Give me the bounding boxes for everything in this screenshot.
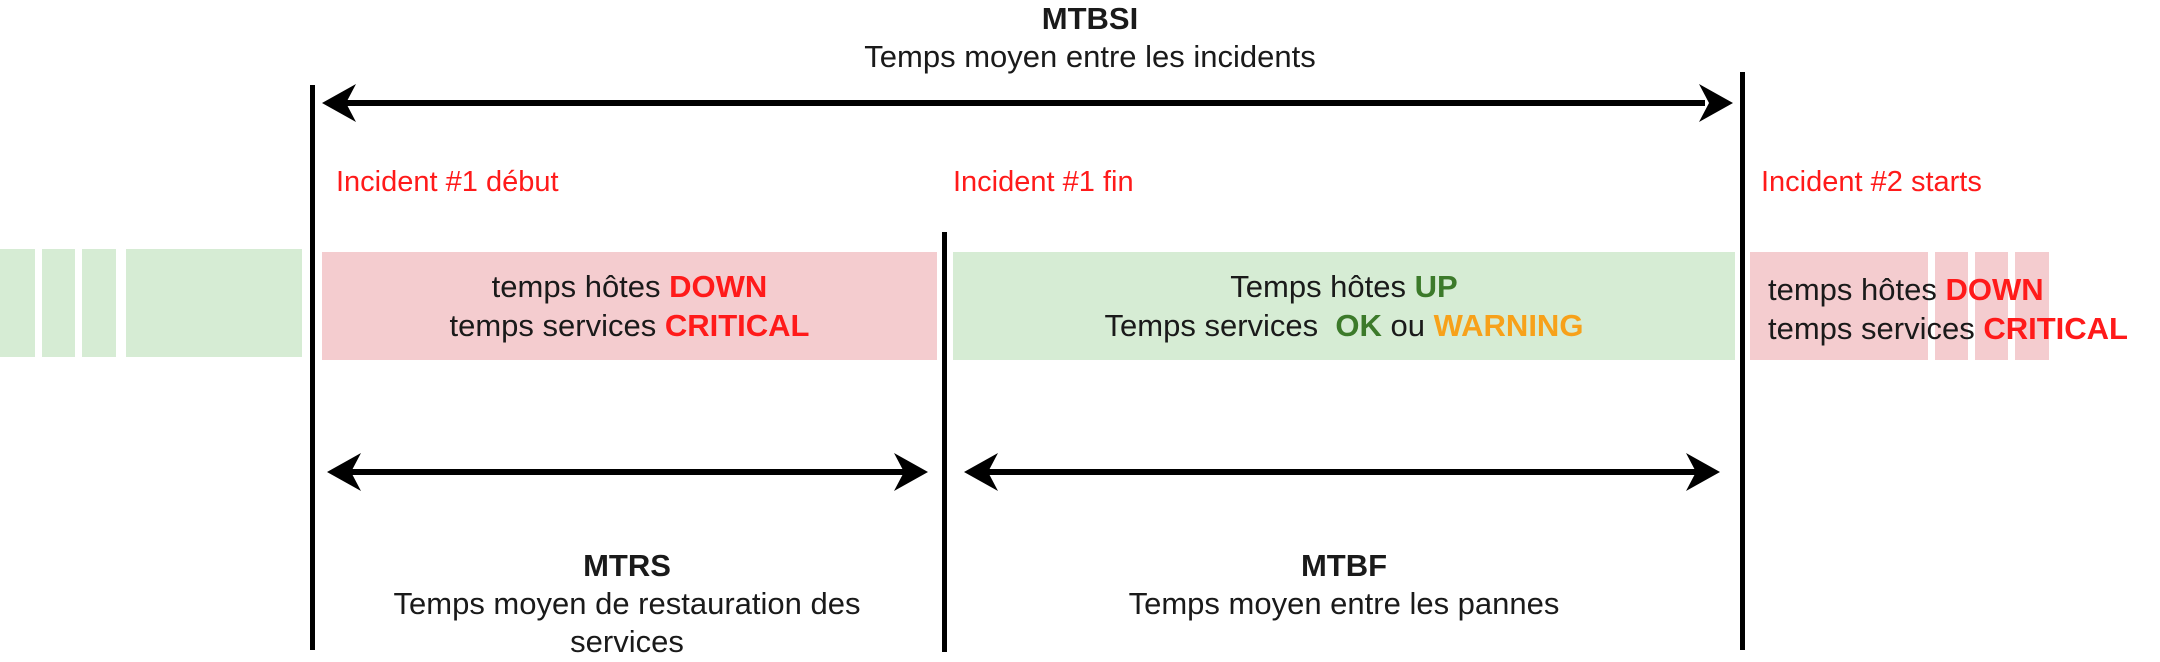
uptime-segment-left-3 xyxy=(82,249,116,357)
mtrs-description-line2: services xyxy=(570,624,684,659)
mtbf-description: Temps moyen entre les pannes xyxy=(1128,586,1560,621)
downtime-block-2 xyxy=(1750,252,1928,360)
incident1-end-line xyxy=(942,232,947,652)
downtime-segment-right-2 xyxy=(1975,252,2008,360)
mtbsi-abbr: MTBSI xyxy=(1041,1,1139,36)
mtbsi-arrow xyxy=(322,84,1733,122)
downtime-block-2-text: temps hôtes DOWN temps services CRITICAL xyxy=(1768,270,2128,348)
mtrs-description-line1: Temps moyen de restauration des xyxy=(393,586,861,621)
mtbsi-title: MTBSI Temps moyen entre les incidents xyxy=(740,0,1440,76)
mtbf-abbr: MTBF xyxy=(1300,548,1388,583)
event-incident1-start: Incident #1 début xyxy=(336,166,559,198)
critical-services-label: temps services xyxy=(449,308,665,343)
downtime-block-1-text: temps hôtes DOWN temps services CRITICAL xyxy=(322,267,937,345)
mtbsi-description: Temps moyen entre les incidents xyxy=(864,39,1316,74)
incident2-start-line xyxy=(1740,72,1745,650)
up-keyword: UP xyxy=(1414,269,1458,304)
or-connector: ou xyxy=(1381,308,1434,343)
uptime-block-text: Temps hôtes UP Temps services OK ou WARN… xyxy=(953,267,1735,345)
uptime-segment-left-2 xyxy=(42,249,75,357)
down-hosts-label: temps hôtes xyxy=(491,269,670,304)
critical-services-line: temps services CRITICAL xyxy=(322,306,937,345)
critical-services-line-2: temps services CRITICAL xyxy=(1768,309,2128,348)
down-hosts-label-2: temps hôtes xyxy=(1768,272,1946,307)
mtrs-arrow xyxy=(327,453,928,491)
uptime-segment-left-1 xyxy=(0,249,35,357)
critical-keyword: CRITICAL xyxy=(664,308,810,343)
downtime-segment-right-1 xyxy=(1935,252,1968,360)
up-hosts-label: Temps hôtes xyxy=(1230,269,1415,304)
critical-keyword-2: CRITICAL xyxy=(1983,311,2128,346)
event-incident2-start: Incident #2 starts xyxy=(1761,166,1982,198)
mtbf-title: MTBF Temps moyen entre les pannes xyxy=(953,547,1735,623)
down-hosts-line-2: temps hôtes DOWN xyxy=(1768,270,2128,309)
ok-services-label: Temps services xyxy=(1104,308,1336,343)
uptime-block xyxy=(953,252,1735,360)
down-keyword-2: DOWN xyxy=(1945,272,2044,307)
mtbf-arrow xyxy=(964,453,1720,491)
up-hosts-line: Temps hôtes UP xyxy=(953,267,1735,306)
uptime-segment-left-4 xyxy=(126,249,302,357)
event-incident1-end: Incident #1 fin xyxy=(953,166,1134,198)
downtime-segment-right-3 xyxy=(2015,252,2049,360)
incident1-start-line xyxy=(310,85,315,650)
warning-keyword: WARNING xyxy=(1433,308,1584,343)
ok-warning-services-line: Temps services OK ou WARNING xyxy=(953,306,1735,345)
ok-keyword: OK xyxy=(1335,308,1382,343)
down-hosts-line: temps hôtes DOWN xyxy=(322,267,937,306)
critical-services-label-2: temps services xyxy=(1768,311,1984,346)
downtime-block-1 xyxy=(322,252,937,360)
mtrs-abbr: MTRS xyxy=(583,548,671,583)
mtrs-title: MTRS Temps moyen de restauration des ser… xyxy=(322,547,932,661)
down-keyword: DOWN xyxy=(669,269,768,304)
